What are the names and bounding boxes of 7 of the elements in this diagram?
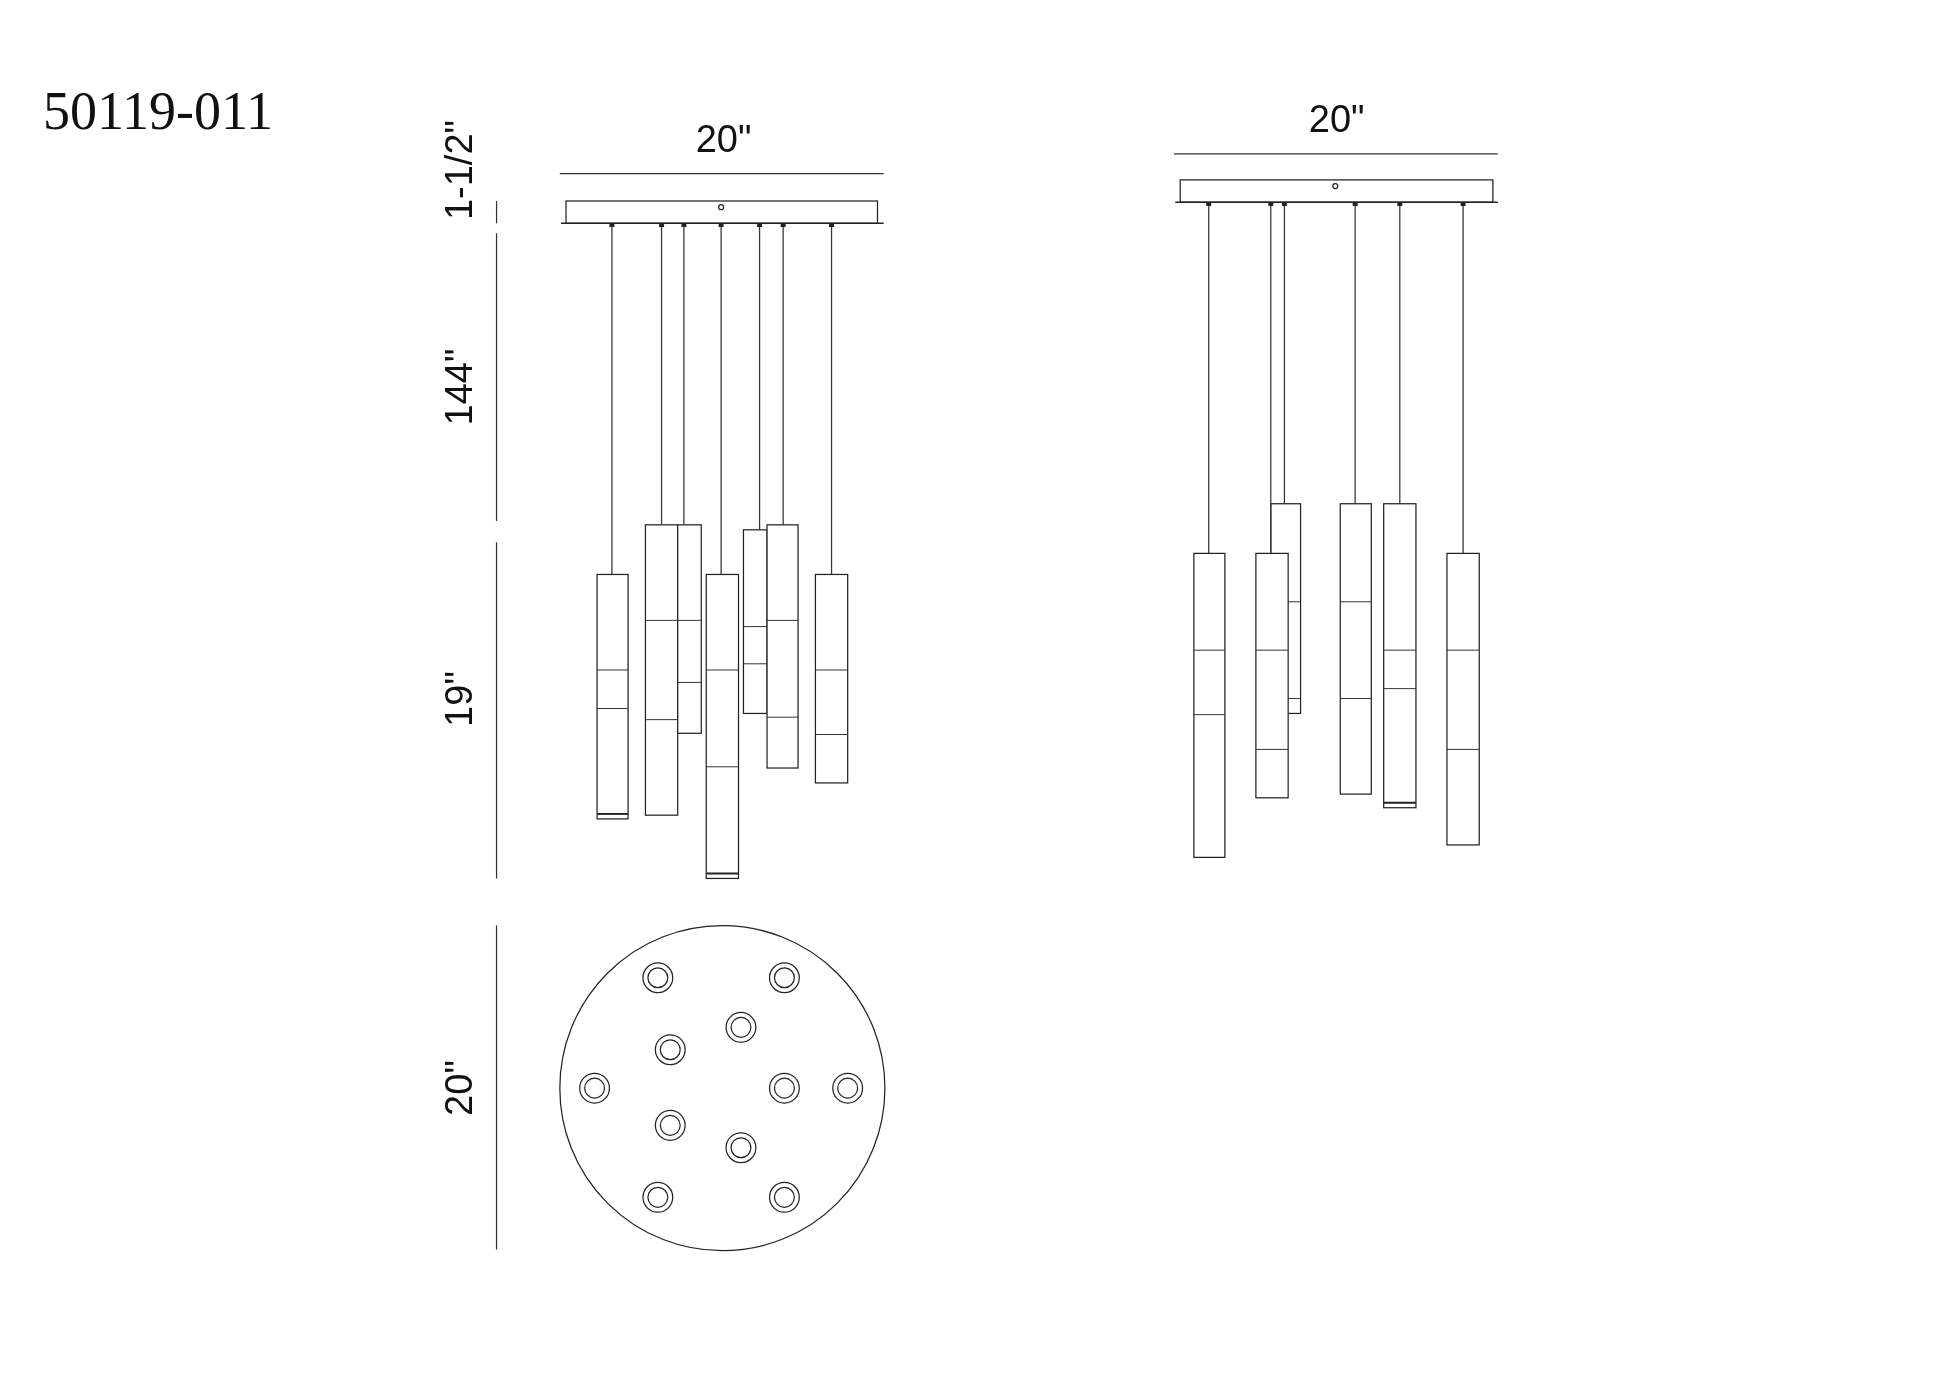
- dimension-label: 1-1/2": [440, 119, 479, 221]
- dimension-label: 20": [440, 1060, 479, 1117]
- dimension-label: 144": [440, 348, 479, 426]
- dimension-label: 19": [440, 670, 479, 727]
- dimension-label: 20": [1308, 100, 1365, 139]
- dimension-label: 20": [695, 120, 752, 158]
- model-number: 50119-011: [43, 80, 273, 142]
